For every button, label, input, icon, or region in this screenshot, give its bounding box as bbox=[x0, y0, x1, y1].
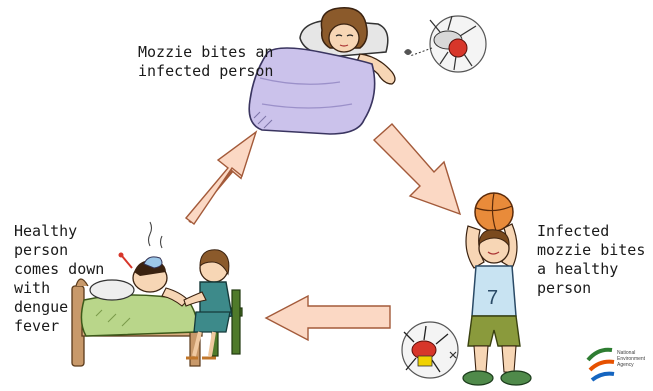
caption-line: Healthy bbox=[14, 222, 104, 241]
caption-line: mozzie bites bbox=[537, 241, 645, 260]
caption-infected-mozzie-bites: Infected mozzie bites a healthy person bbox=[537, 222, 645, 298]
caption-line: infected person bbox=[138, 62, 273, 81]
mosquito-biting-icon bbox=[402, 322, 458, 378]
caption-line: fever bbox=[14, 317, 104, 336]
caption-line: Infected bbox=[537, 222, 645, 241]
caption-line: a healthy bbox=[537, 260, 645, 279]
caption-mozzie-bites-infected: Mozzie bites an infected person bbox=[138, 43, 273, 81]
nea-logo-icon bbox=[588, 350, 614, 380]
caption-line: person bbox=[537, 279, 645, 298]
arrow-down-right bbox=[374, 124, 460, 214]
caption-line: with bbox=[14, 279, 104, 298]
mosquito-icon bbox=[404, 16, 486, 72]
logo-line: Agency bbox=[617, 362, 651, 368]
caption-line: dengue bbox=[14, 298, 104, 317]
caption-line: comes down bbox=[14, 260, 104, 279]
caption-line: person bbox=[14, 241, 104, 260]
jersey-number: 7 bbox=[487, 287, 498, 309]
arrow-left bbox=[266, 296, 390, 340]
arrow-up-right bbox=[186, 132, 256, 224]
healthy-boy-with-basketball: 7 bbox=[463, 193, 531, 385]
nea-logo-text: National Environment Agency bbox=[617, 350, 651, 368]
caption-line: Mozzie bites an bbox=[138, 43, 273, 62]
caption-healthy-person-dengue: Healthy person comes down with dengue fe… bbox=[14, 222, 104, 336]
